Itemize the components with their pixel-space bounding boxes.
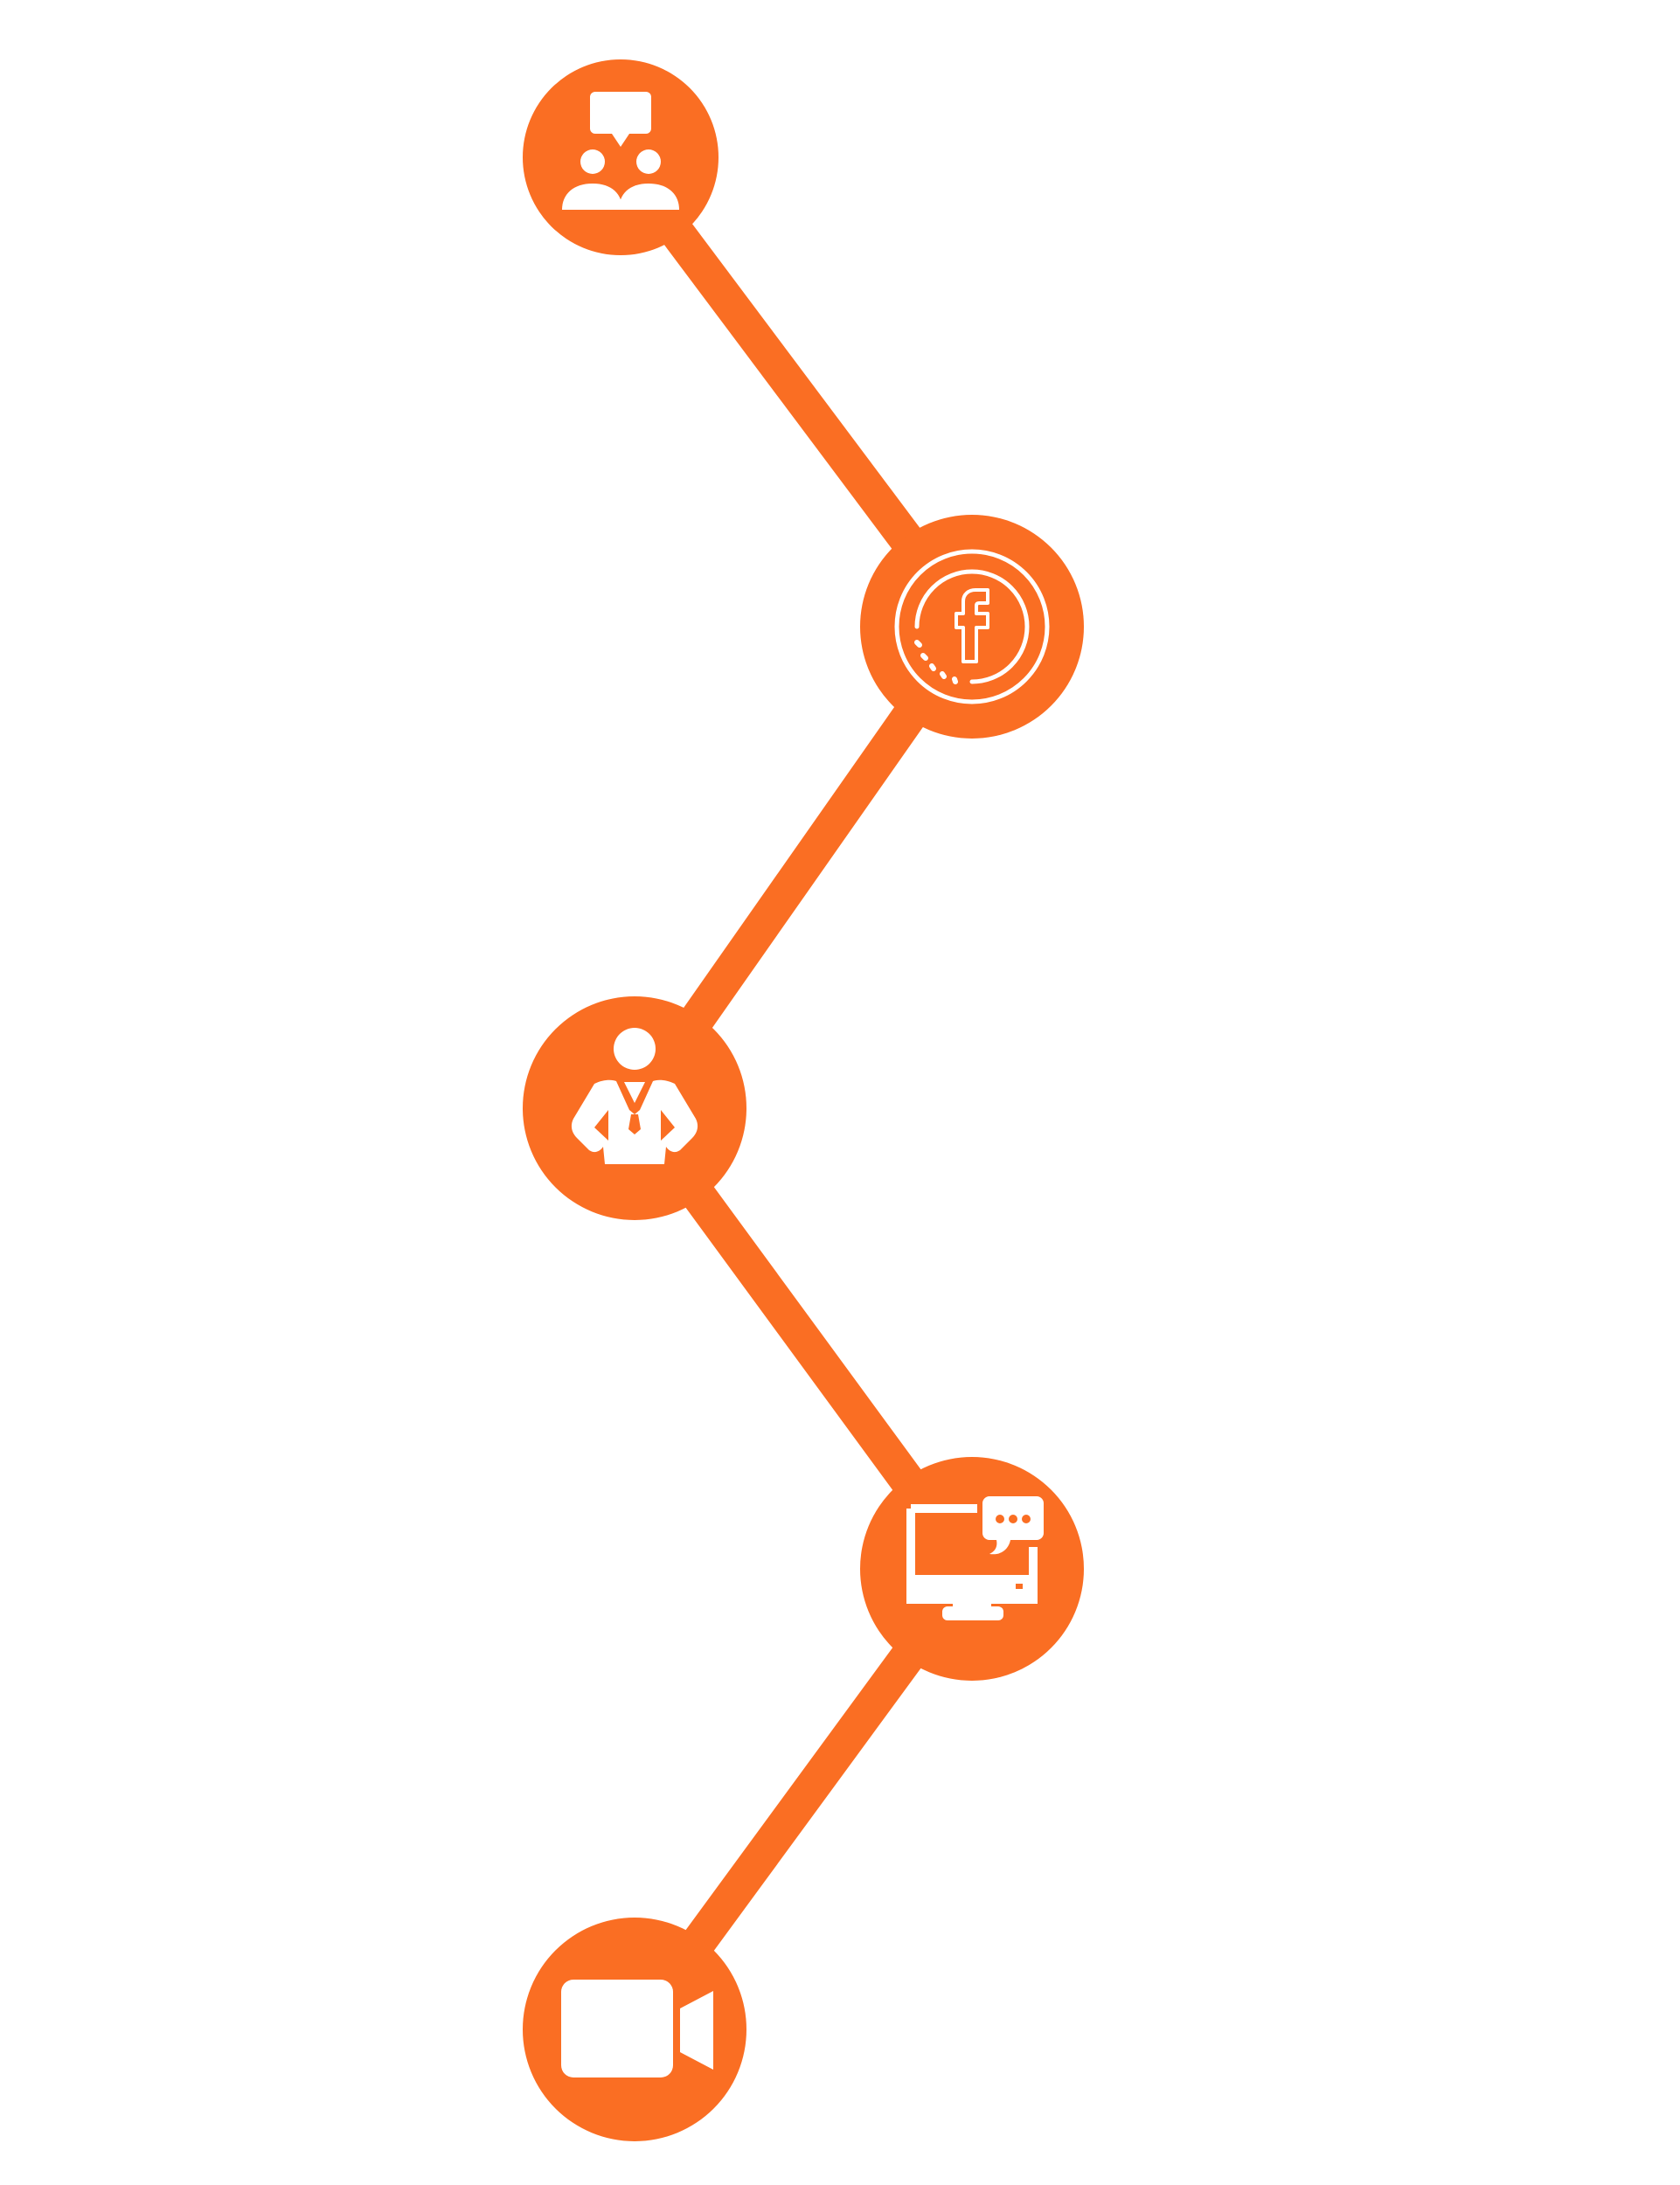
computer-message-icon: [906, 1496, 1044, 1620]
businessman-icon: [571, 1028, 698, 1164]
video-camera-icon: [561, 1980, 713, 2077]
two-people-chat-icon: [562, 92, 679, 210]
node-4[interactable]: [860, 1457, 1084, 1681]
node-5[interactable]: [523, 1918, 746, 2141]
node-4-circle: [860, 1457, 1084, 1681]
node-2[interactable]: [860, 515, 1084, 739]
node-1-circle: [523, 59, 719, 255]
node-3[interactable]: [523, 996, 746, 1220]
node-1[interactable]: [523, 59, 719, 255]
facebook-circle-icon: [894, 549, 1050, 704]
node-2-circle: [860, 515, 1084, 739]
